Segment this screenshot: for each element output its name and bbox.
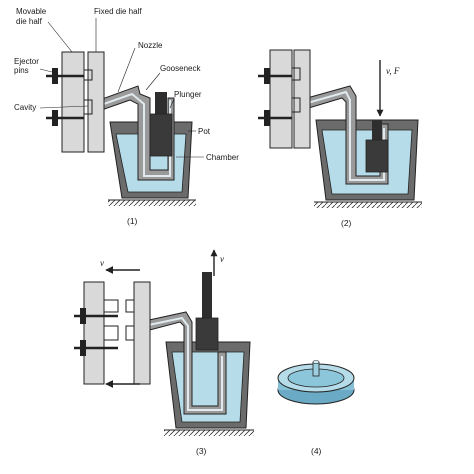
ground-3 — [164, 429, 254, 436]
leader-lines-1 — [39, 18, 204, 158]
label-plunger-velocity-3: v — [220, 254, 224, 264]
label-plunger: Plunger — [174, 90, 202, 99]
label-movable-die-half-line2: die half — [16, 17, 43, 26]
ground-1 — [108, 199, 196, 206]
label-gooseneck: Gooseneck — [160, 64, 201, 73]
label-pot: Pot — [198, 127, 211, 136]
pot-3 — [165, 341, 251, 429]
step-3-assembly: v v (3) — [74, 249, 254, 456]
step-4-casting: (4) — [277, 360, 355, 456]
label-chamber: Chamber — [206, 153, 239, 162]
gooseneck-1 — [93, 85, 175, 181]
dies-2 — [258, 49, 311, 149]
label-cavity: Cavity — [14, 103, 36, 112]
label-movable-die-half-line1: Movable — [16, 7, 47, 16]
caption-step-1: (1) — [127, 216, 138, 226]
plunger-3 — [195, 272, 219, 351]
ground-2 — [314, 201, 422, 208]
label-velocity-force-2: v, F — [386, 66, 400, 76]
label-fixed-die-half: Fixed die half — [94, 7, 142, 16]
step-2-assembly: v, F (2) — [258, 49, 422, 228]
step-1-assembly: Movable die half Fixed die half Nozzle G… — [14, 7, 239, 226]
dies-3 — [74, 281, 151, 385]
die-open-arrows-3 — [105, 266, 140, 388]
plunger-2 — [365, 120, 389, 173]
label-ejector-pins-line1: Ejector — [14, 57, 39, 66]
label-nozzle: Nozzle — [138, 41, 163, 50]
label-ejector-pins-line2: pins — [14, 66, 29, 75]
plunger-1 — [149, 92, 173, 157]
caption-step-2: (2) — [341, 218, 352, 228]
dies-1 — [46, 51, 105, 153]
caption-step-3: (3) — [196, 446, 207, 456]
caption-step-4: (4) — [311, 446, 322, 456]
label-die-velocity-3: v — [100, 258, 104, 268]
